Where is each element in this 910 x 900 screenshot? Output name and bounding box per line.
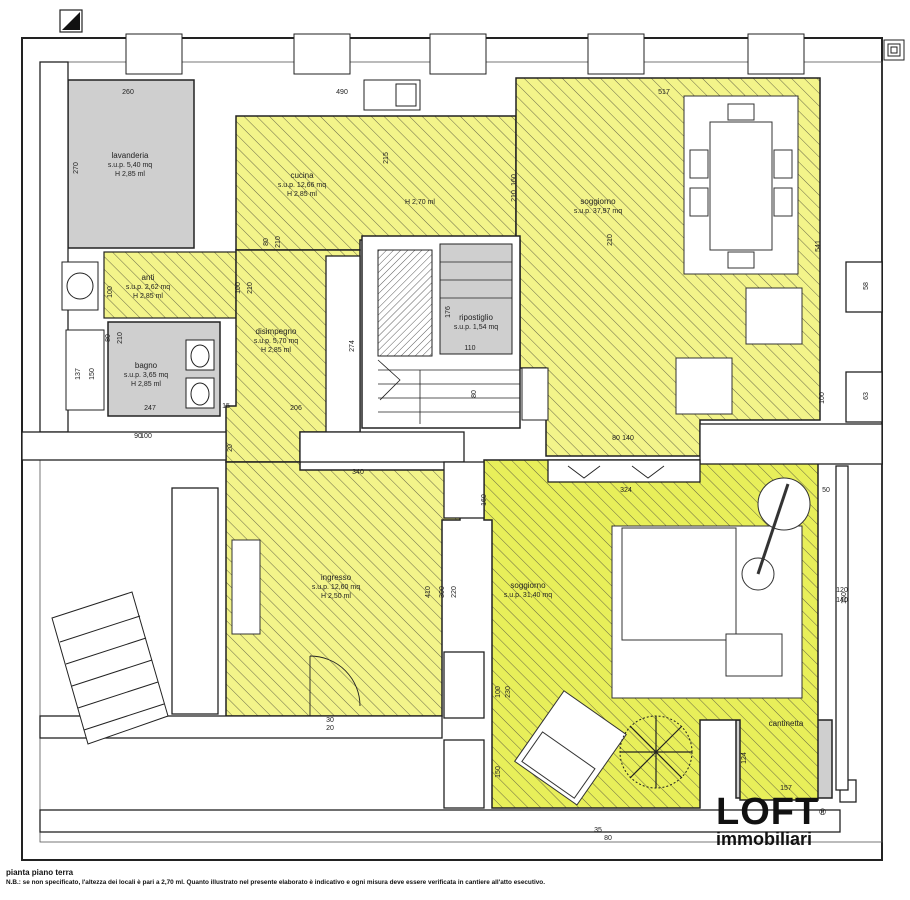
room-label-height: H 2,70 ml (405, 199, 435, 206)
dimension-label: 176 (445, 306, 452, 318)
room-label-name: bagno (135, 361, 158, 370)
room-label-name: cucina (290, 171, 314, 180)
dimension-label: 206 (290, 405, 302, 412)
stairwell (361, 235, 549, 429)
dimension-label: 274 (349, 340, 356, 352)
dimension-label: 210 (247, 282, 254, 294)
logo-wordmark-bottom: immobiliari (716, 829, 813, 849)
dimension-label: 324 (620, 487, 632, 494)
room-label-name: soggiorno (580, 197, 616, 206)
dimension-label: 541 (815, 240, 822, 252)
dimension-label: 15 (222, 403, 230, 410)
dimension-label: 120 (836, 587, 848, 594)
dimension-label: 30 (326, 717, 334, 724)
dimension-label: 100 (107, 286, 114, 298)
logo-registered-mark: ® (819, 807, 827, 817)
room-anti (103, 251, 237, 319)
dimension-label: 63 (863, 392, 870, 400)
dimension-label: 210 (511, 190, 518, 202)
dimension-label: 215 (383, 152, 390, 164)
dimension-label: 220 (451, 586, 458, 598)
dimension-label: 110 (464, 345, 475, 352)
door-swings (309, 465, 665, 716)
room-labels: lavanderia s.u.p. 5,40 mq H 2,85 ml cucina s… (108, 151, 804, 728)
room-label-name: ripostiglio (459, 313, 493, 322)
dimension-label: 124 (741, 752, 748, 764)
dimension-label: 247 (144, 405, 156, 412)
dimension-labels: 260 490 517 270 215 160 210 80 210 100 210 541 274 17… (73, 89, 870, 842)
dimension-label: 140 (622, 435, 634, 442)
room-label-height: H 2,85 ml (133, 293, 163, 300)
loft-immobiliari-logo: LOFT® immobiliari (716, 793, 846, 855)
dimension-label: 260 (122, 89, 134, 96)
room-label-name: disimpegno (256, 327, 297, 336)
external-stair (51, 591, 169, 745)
room-label-area: s.u.p. 5,70 mq (254, 338, 298, 345)
dimension-label: 160 (481, 494, 488, 506)
dimension-label: 80 (263, 238, 270, 246)
vent-symbol-icon (883, 39, 905, 61)
dimension-label: 80 (471, 390, 478, 398)
room-label-height: H 2,85 ml (131, 381, 161, 388)
room-label-name: anti (142, 273, 155, 282)
dimension-label: 20 (227, 444, 234, 452)
dimension-label: 157 (780, 785, 792, 792)
dimension-label: 90 (134, 433, 142, 440)
dimension-label: 140 (836, 597, 848, 604)
room-label-height: H 2,85 ml (287, 191, 317, 198)
plan-title: pianta piano terra (6, 868, 74, 877)
north-arrow-icon (59, 9, 83, 33)
dimension-label: 100 (819, 392, 826, 404)
dimension-label: 150 (841, 592, 848, 604)
room-label-name: ingresso (321, 573, 352, 582)
room-label-area: s.u.p. 37,97 mq (574, 208, 622, 215)
dimension-label: 210 (117, 332, 124, 344)
dimension-label: 20 (326, 725, 334, 732)
room-label-name: lavanderia (112, 151, 149, 160)
room-label-area: s.u.p. 12,66 mq (278, 182, 326, 189)
dimension-label: 340 (352, 469, 364, 476)
sanitary-fixtures (61, 79, 421, 411)
room-label-height: H 2,85 ml (115, 171, 145, 178)
dimension-label: 270 (73, 162, 80, 174)
dimension-label: 100 (495, 686, 502, 698)
dimension-label: 80 (105, 334, 112, 342)
dimension-label: 80 (612, 435, 620, 442)
dimension-label: 100 (235, 282, 242, 294)
dimension-label: 490 (336, 89, 348, 96)
room-label-name: soggiorno (510, 581, 546, 590)
dimension-label: 50 (822, 487, 830, 494)
dimension-label: 150 (495, 766, 502, 778)
dimension-label: 517 (658, 89, 670, 96)
dimension-label: 80 (604, 835, 612, 842)
logo-wordmark-top: LOFT® (716, 791, 827, 833)
room-label-area: s.u.p. 3,65 mq (124, 372, 168, 379)
room-label-area: s.u.p. 31,40 mq (504, 592, 552, 599)
plan-note: N.B.: se non specificato, l'altezza dei … (6, 879, 545, 886)
room-label-name: cantinetta (769, 719, 804, 728)
dimension-label: 35 (594, 827, 602, 834)
dimension-label: 137 (75, 368, 82, 380)
room-label-area: s.u.p. 2,62 mq (126, 284, 170, 291)
dimension-label: 230 (505, 686, 512, 698)
dimension-label: 150 (89, 368, 96, 380)
dimension-label: 300 (439, 586, 446, 598)
room-label-height: H 2,50 ml (321, 593, 351, 600)
room-label-area: s.u.p. 1,54 mq (454, 324, 498, 331)
dimension-label: 58 (863, 282, 870, 290)
top-window-bays (125, 33, 805, 75)
dimension-label: 160 (511, 174, 518, 186)
room-label-area: s.u.p. 12,60 mq (312, 584, 360, 591)
dimension-label: 410 (425, 586, 432, 598)
room-label-area: s.u.p. 5,40 mq (108, 162, 152, 169)
dimension-label: 210 (275, 236, 282, 248)
dimension-label: 100 (140, 433, 152, 440)
dimension-label: 210 (607, 234, 614, 246)
furniture (231, 95, 811, 806)
room-label-height: H 2,85 ml (261, 347, 291, 354)
